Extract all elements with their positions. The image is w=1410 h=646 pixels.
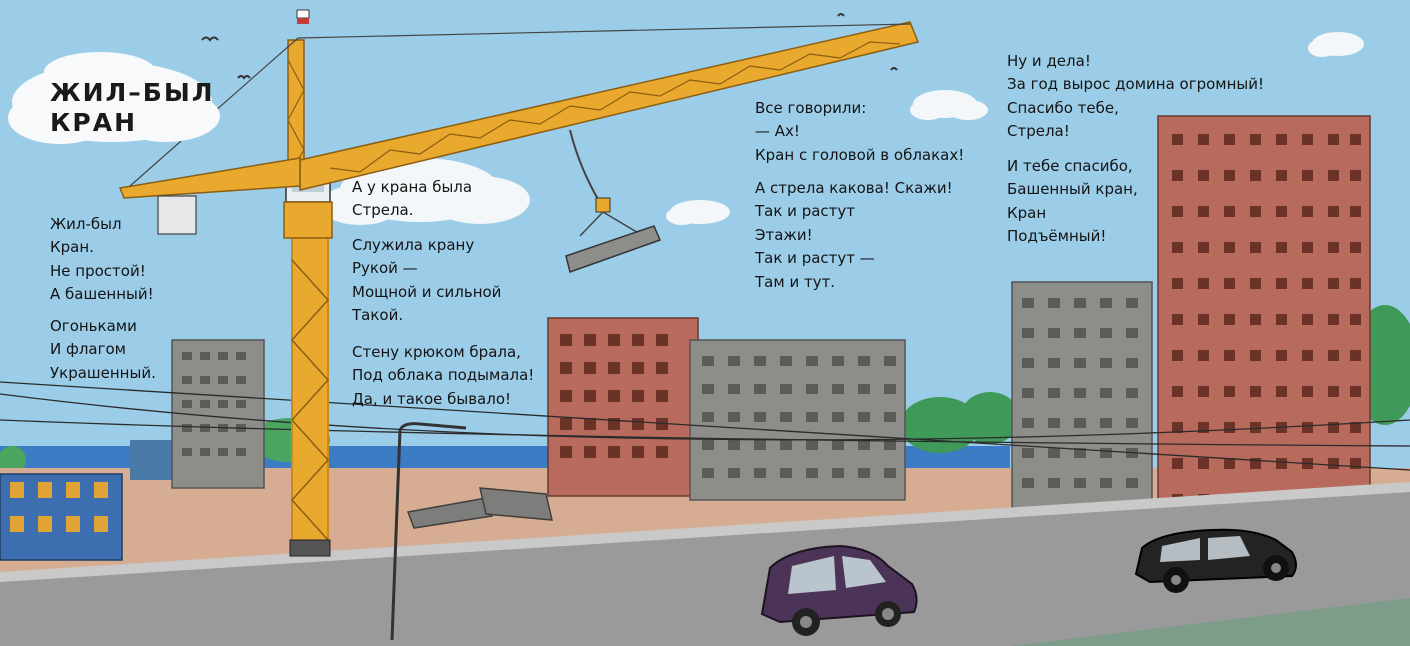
page-title: Жил–был кран xyxy=(50,78,215,138)
stanza-8: Ну и дела! За год вырос домина огромный!… xyxy=(1007,50,1264,144)
road xyxy=(0,488,1410,646)
verse-line: Стену крюком брала, xyxy=(352,343,521,361)
car-icon xyxy=(760,544,918,636)
verse-line: Огоньками xyxy=(50,317,137,335)
verse-line: Рукой — xyxy=(352,259,418,278)
verse-line: Кран. xyxy=(50,238,94,257)
verse-line: Мощной и сильной xyxy=(352,282,502,301)
stanza-7: А стрела какова! Скажи! Так и растут Эта… xyxy=(755,177,953,294)
verse-line: Да, и такое бывало! xyxy=(352,389,512,408)
verse-line: Жил-был xyxy=(50,215,122,233)
verse-line: Так и растут xyxy=(755,202,856,221)
title-line: кран xyxy=(50,108,138,137)
bird-icon xyxy=(237,75,251,80)
stanza-5: Стену крюком брала, Под облака подымала!… xyxy=(352,341,534,411)
title-line: Жил–был xyxy=(50,78,215,107)
verse-line: А у крана была xyxy=(352,178,473,196)
verse-line: Не простой! xyxy=(50,261,146,280)
road-edge xyxy=(0,482,1410,582)
verse-line: И тебе спасибо, xyxy=(1007,157,1133,175)
verse-line: А башенный! xyxy=(50,285,154,304)
stanza-9: И тебе спасибо, Башенный кран, Кран Подъ… xyxy=(1007,155,1138,249)
concrete-slabs xyxy=(406,487,553,529)
verse-line: Так и растут — xyxy=(755,249,875,268)
verse-line: Украшенный. xyxy=(50,363,156,382)
verse-line: Кран xyxy=(1007,203,1047,222)
cloud-icon xyxy=(666,200,730,225)
verse-line: Там и тут. xyxy=(755,272,836,291)
concrete-building xyxy=(689,339,906,501)
cloud-icon xyxy=(910,90,988,120)
street-lamp-icon xyxy=(390,422,467,641)
stanza-4: Служила крану Рукой — Мощной и сильной Т… xyxy=(352,234,501,328)
stanza-1: Жил-был Кран. Не простой! А башенный! xyxy=(50,213,154,307)
verse-line: — Ах! xyxy=(755,122,800,141)
title-cloud xyxy=(8,52,220,144)
verse-line: Служила крану xyxy=(352,236,475,254)
bird-icon xyxy=(837,13,845,17)
verse-line: Ну и дела! xyxy=(1007,52,1091,70)
stanza-6: Все говорили: — Ах! Кран с головой в обл… xyxy=(755,97,964,167)
stanza-2: Огоньками И флагом Украшенный. xyxy=(50,315,156,385)
verse-line: Этажи! xyxy=(755,225,813,244)
verse-line: За год вырос домина огромный! xyxy=(1007,75,1265,94)
verse-line: Стрела! xyxy=(1007,122,1070,141)
brick-tower xyxy=(1157,115,1371,527)
verse-line: Кран с головой в облаках! xyxy=(755,145,965,164)
verse-line: Такой. xyxy=(352,306,404,325)
verse-line: Спасибо тебе, xyxy=(1007,98,1119,117)
sidewalk xyxy=(1010,598,1410,646)
cloud-icon xyxy=(320,158,530,225)
tower-crane-icon xyxy=(118,9,920,557)
brick-building xyxy=(547,317,699,497)
verse-line: Все говорили: xyxy=(755,99,867,117)
verse-line: Под облака подымала! xyxy=(352,366,535,385)
car-icon xyxy=(1134,528,1297,593)
bird-icon xyxy=(201,36,219,42)
verse-line: Стрела. xyxy=(352,201,414,220)
containers xyxy=(0,473,123,561)
cloud-icon xyxy=(1308,32,1364,57)
stanza-3: А у крана была Стрела. xyxy=(352,176,472,223)
bird-icon xyxy=(890,67,898,71)
verse-line: Подъёмный! xyxy=(1007,227,1107,246)
verse-line: И флагом xyxy=(50,340,126,359)
verse-line: А стрела какова! Скажи! xyxy=(755,179,953,197)
verse-line: Башенный кран, xyxy=(1007,180,1138,199)
concrete-building xyxy=(1011,281,1153,525)
